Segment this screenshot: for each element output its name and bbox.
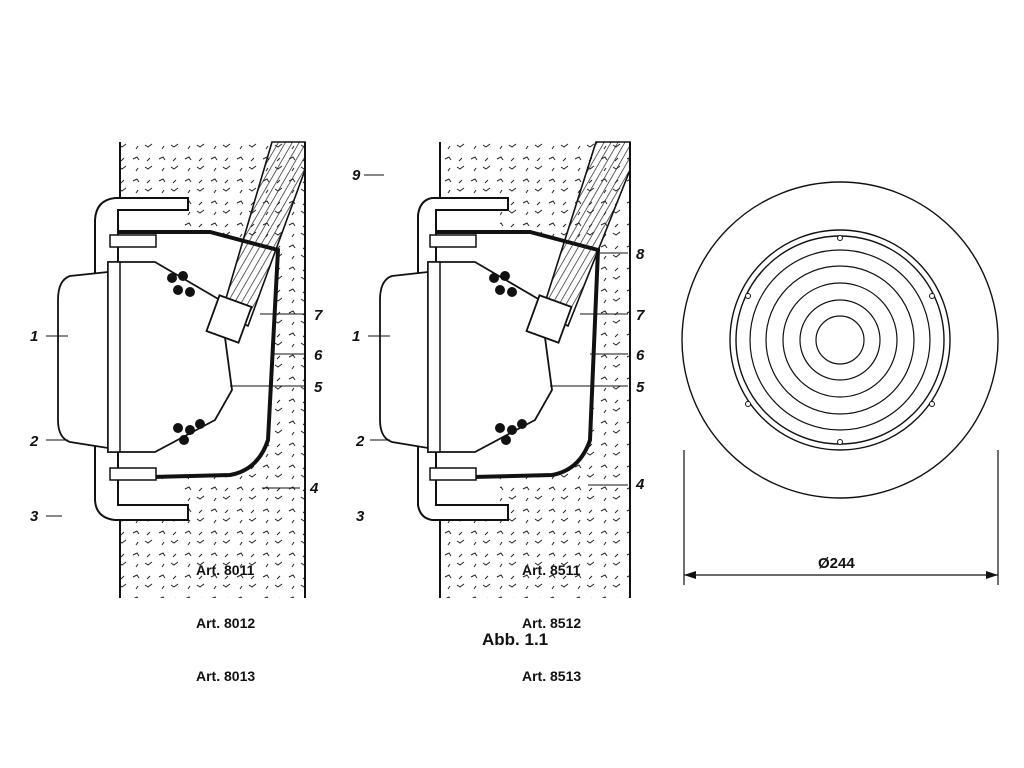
part-label-5-middle: 5 [636, 379, 645, 396]
article-number: Art. 8012 [196, 615, 256, 631]
diameter-dimension: Ø244 [818, 555, 855, 572]
part-label-6-left: 6 [314, 347, 323, 364]
article-number: Art. 8512 [522, 615, 582, 631]
front-view [681, 181, 999, 585]
article-number: Art. 8013 [196, 668, 256, 684]
part-label-2-left: 2 [30, 433, 39, 450]
part-label-5-left: 5 [314, 379, 323, 396]
part-label-1-left: 1 [30, 328, 39, 345]
article-number: Art. 8011 [196, 562, 255, 578]
part-label-9-middle: 9 [352, 167, 361, 184]
part-label-1-middle: 1 [352, 328, 361, 345]
figure-caption: Abb. 1.1 [482, 630, 549, 649]
part-label-7-middle: 7 [636, 307, 645, 324]
part-label-2-middle: 2 [356, 433, 365, 450]
part-label-4-left: 4 [310, 480, 319, 497]
article-number: Art. 8513 [522, 668, 582, 684]
middle-section-view [364, 141, 631, 598]
article-list-left: Art. 8011 Art. 8012 Art. 8013 [196, 528, 255, 721]
part-label-4-middle: 4 [636, 476, 645, 493]
part-label-6-middle: 6 [636, 347, 645, 364]
article-number: Art. 8511 [522, 562, 581, 578]
part-label-7-left: 7 [314, 307, 323, 324]
left-section-view [46, 141, 306, 598]
part-label-3-left: 3 [30, 508, 39, 525]
article-list-middle: Art. 8511 Art. 8512 Art. 8513 [522, 528, 581, 721]
part-label-8-middle: 8 [636, 246, 645, 263]
part-label-3-middle: 3 [356, 508, 365, 525]
